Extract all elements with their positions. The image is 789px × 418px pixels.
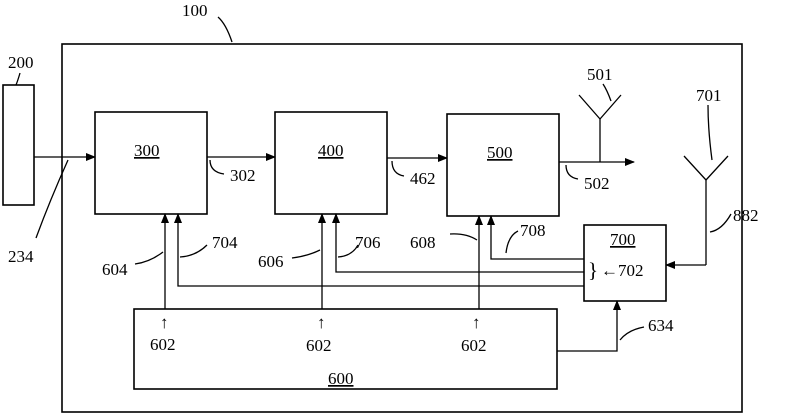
out-462-label: 462	[410, 169, 436, 188]
system-100-label: 100	[182, 1, 208, 20]
sig-702-label: ←702	[601, 261, 644, 280]
link-234-label: 234	[8, 247, 34, 266]
sig-708-label: 708	[520, 221, 546, 240]
sig-602-label-3: 602	[461, 336, 487, 355]
system-100-leader	[218, 17, 232, 42]
sig-604-label: 604	[102, 260, 128, 279]
block-400-label: 400	[318, 141, 344, 160]
brace-702: }	[588, 258, 598, 282]
out-462-leader	[392, 161, 404, 176]
antenna-701-leader	[708, 105, 712, 160]
sig-634-label: 634	[648, 316, 674, 335]
sig-602-label-1: 602	[150, 335, 176, 354]
block-400	[275, 112, 387, 214]
antenna-501-icon	[579, 95, 621, 119]
sig-708-leader	[506, 231, 518, 253]
sig-634-leader	[620, 327, 644, 340]
block-500-label: 500	[487, 143, 513, 162]
sig-602-arrow-3: ↑	[472, 313, 481, 332]
block-600-label: 600	[328, 369, 354, 388]
sig-704-label: 704	[212, 233, 238, 252]
external-device-200-label: 200	[8, 53, 34, 72]
sig-608-label: 608	[410, 233, 436, 252]
link-234-leader	[36, 160, 68, 238]
block-700-label: 700	[610, 230, 636, 249]
external-device-200	[3, 85, 34, 205]
sig-704-leader	[180, 245, 207, 257]
out-302-label: 302	[230, 166, 256, 185]
antenna-501-label: 501	[587, 65, 613, 84]
antenna-501-leader	[603, 84, 611, 101]
antenna-701-icon	[684, 156, 728, 180]
sig-882-leader	[710, 214, 731, 232]
block-300-label: 300	[134, 141, 160, 160]
sig-606-label: 606	[258, 252, 284, 271]
sig-602-label-2: 602	[306, 336, 332, 355]
line-600-700	[557, 301, 617, 351]
sig-606-leader	[292, 250, 320, 258]
sig-602-arrow-1: ↑	[160, 313, 169, 332]
antenna-701-label: 701	[696, 86, 722, 105]
out-502-label: 502	[584, 174, 610, 193]
sig-882-label: 882	[733, 206, 759, 225]
sig-608-leader	[450, 234, 477, 240]
sig-706-label: 706	[355, 233, 381, 252]
device-200-leader	[16, 73, 20, 85]
sig-604-leader	[135, 252, 163, 264]
block-300	[95, 112, 207, 214]
out-302-leader	[210, 160, 224, 174]
block-500	[447, 114, 559, 216]
sig-602-arrow-2: ↑	[317, 313, 326, 332]
out-502-leader	[566, 165, 578, 179]
